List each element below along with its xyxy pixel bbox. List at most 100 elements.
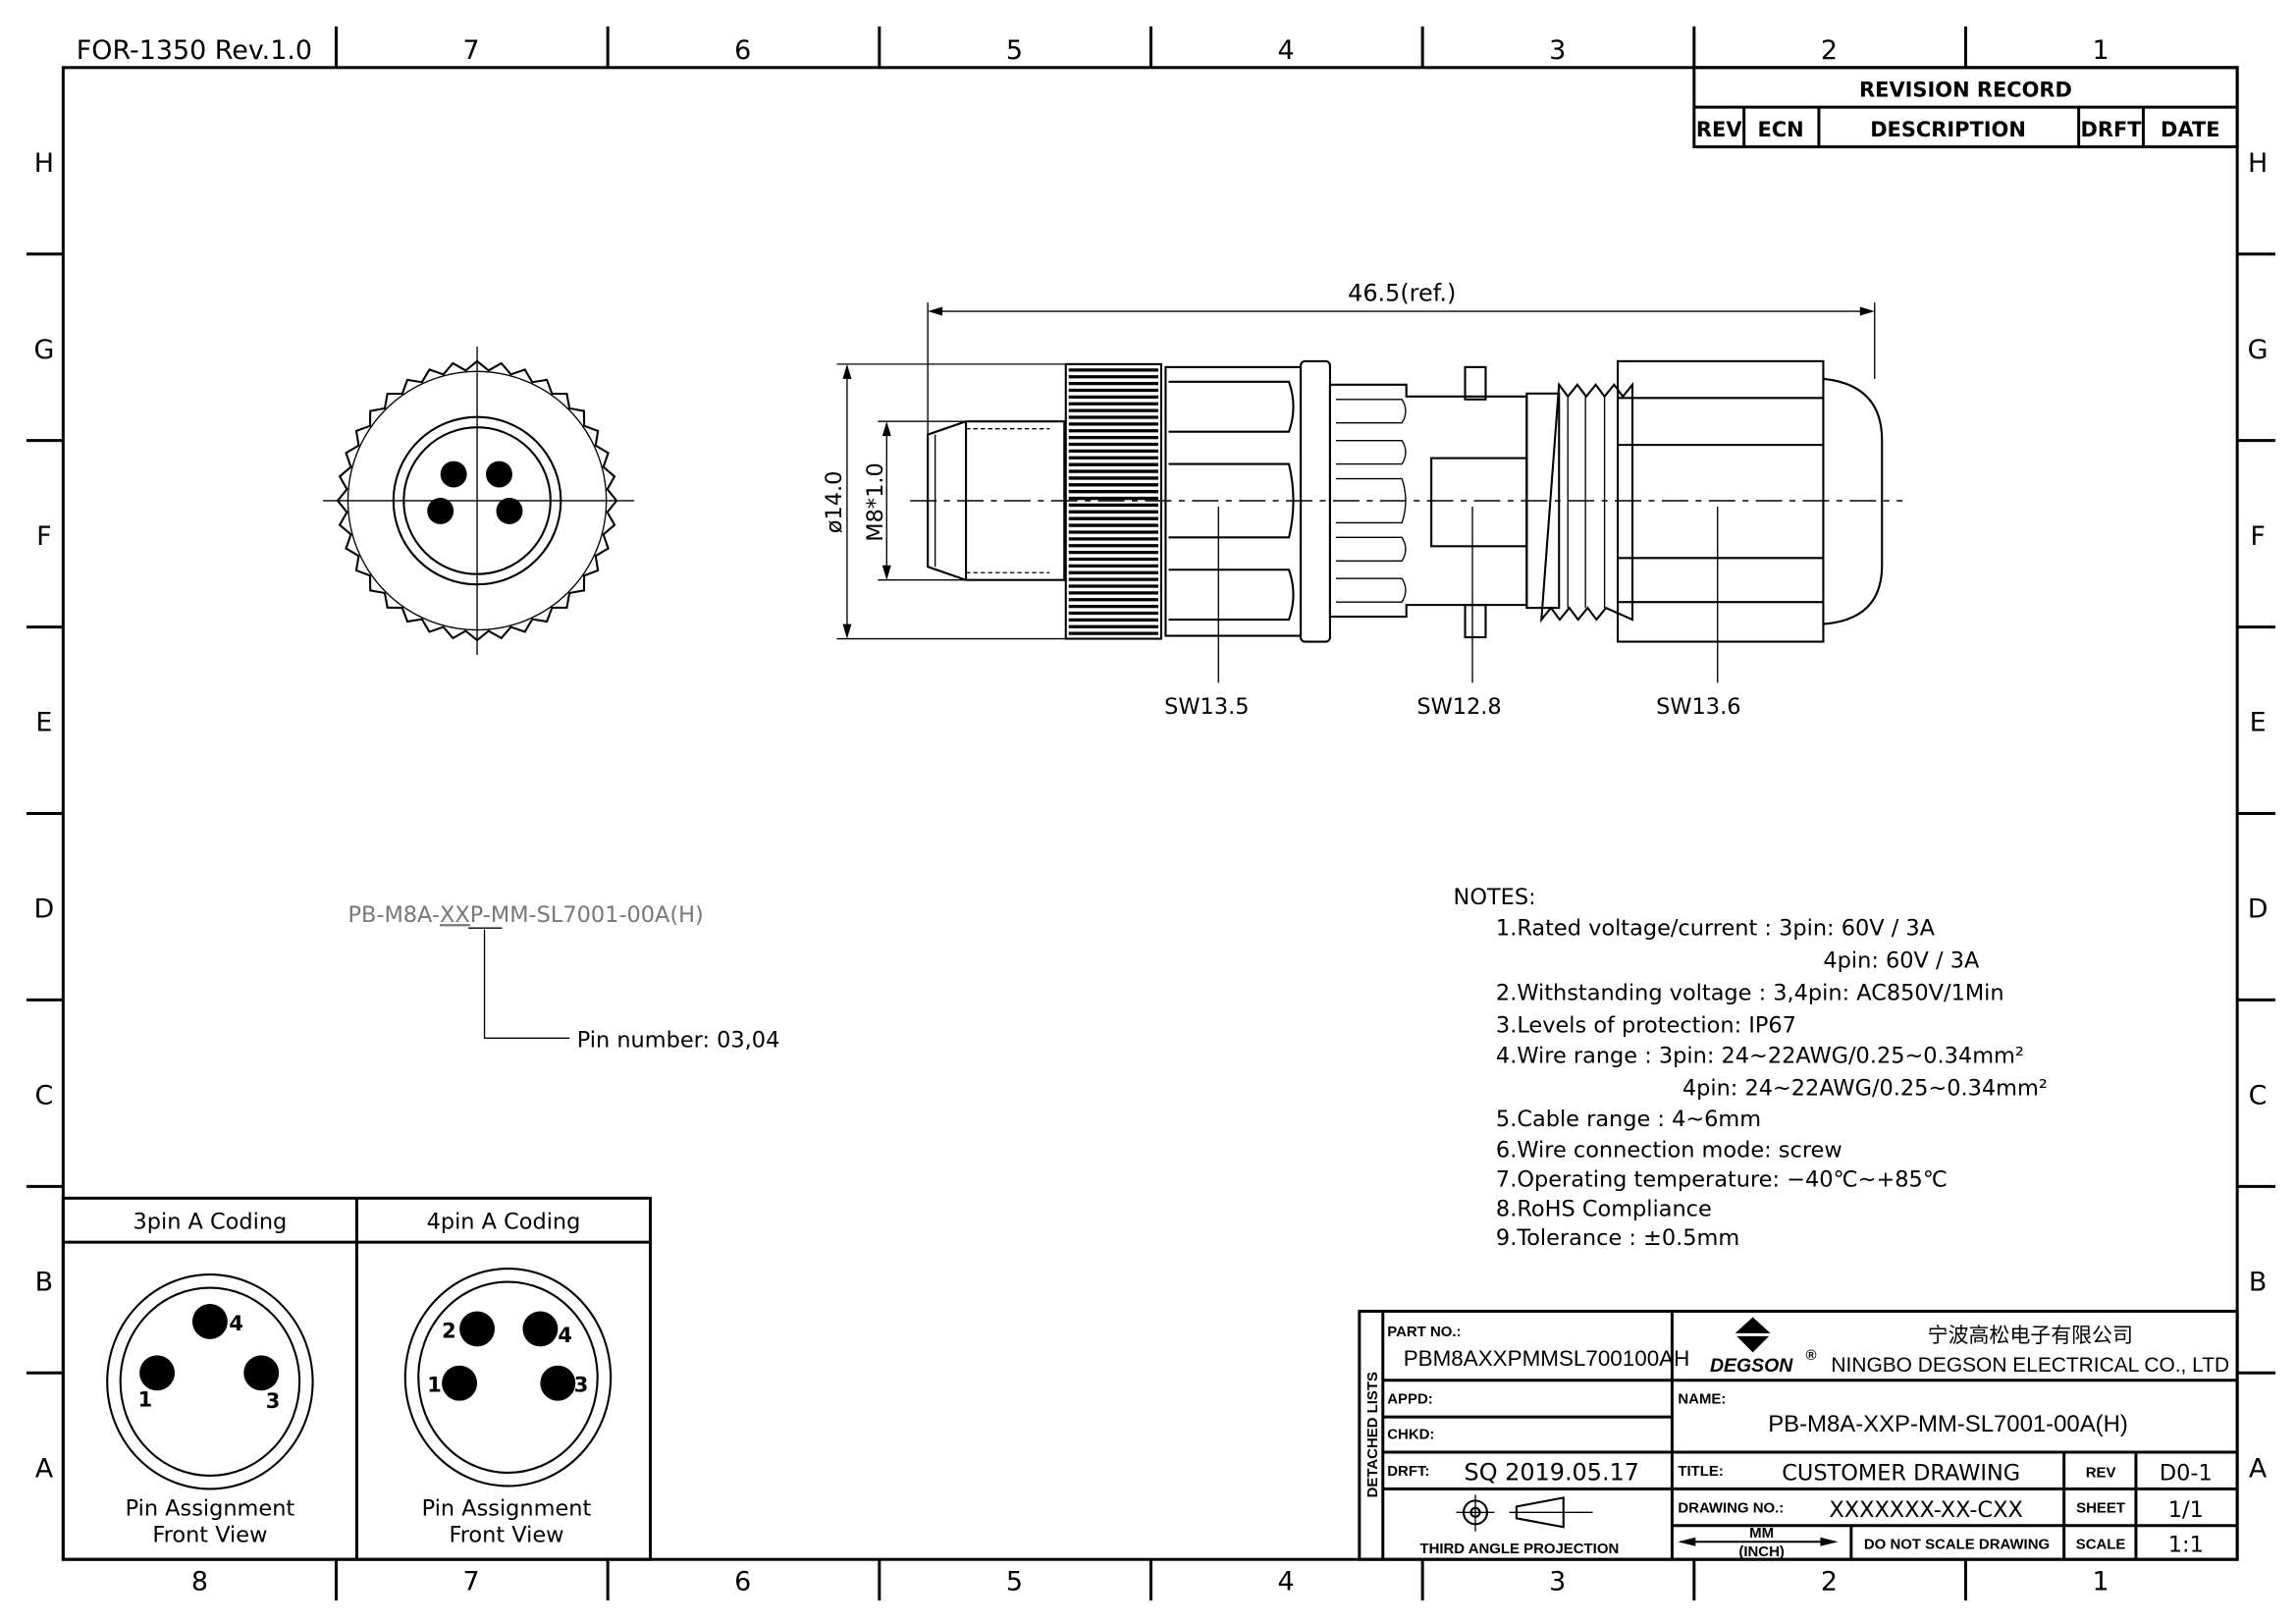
pin-caption: Front View: [152, 1522, 267, 1547]
note-line: 9.Tolerance : ±0.5mm: [1496, 1225, 1739, 1251]
border: [61, 66, 2239, 1561]
note-line: 2.Withstanding voltage : 3,4pin: AC850V/…: [1496, 980, 2004, 1005]
pin: [440, 460, 467, 488]
connector-side-view: 46.5(ref.) ø14.0 M8*1.0: [822, 280, 1903, 720]
column-label: 6: [734, 35, 751, 66]
connector-front-view: [323, 346, 635, 655]
revision-header-date: DATE: [2161, 118, 2220, 141]
part-code-callout: PB-M8A-XXP-MM-SL7001-00A(H) Pin number: …: [347, 902, 779, 1053]
units-arrow-icon: [1678, 1537, 1839, 1546]
column-label: 5: [1006, 1567, 1023, 1597]
company-name-en: NINGBO DEGSON ELECTRICAL CO., LTD: [1831, 1354, 2229, 1377]
revision-header-ecn: ECN: [1757, 118, 1803, 141]
note-line: 4pin: 24~22AWG/0.25~0.34mm²: [1682, 1076, 2048, 1102]
projection-label: THIRD ANGLE PROJECTION: [1419, 1541, 1619, 1557]
rib-slot: [1335, 577, 1407, 603]
pin-caption: Pin Assignment: [126, 1495, 295, 1521]
column-label: 5: [1006, 35, 1023, 66]
column-label: 4: [1278, 35, 1295, 66]
pin-number-label: Pin number: 03,04: [577, 1027, 780, 1053]
row-label: B: [35, 1268, 53, 1298]
sheet-label: SHEET: [2076, 1499, 2125, 1516]
pin-caption: Pin Assignment: [422, 1495, 592, 1521]
part-code-variable: XX: [440, 902, 470, 928]
row-label: H: [2248, 148, 2268, 179]
rev-value: D0-1: [2160, 1460, 2213, 1486]
row-label: A: [35, 1453, 54, 1484]
pin-label: 1: [427, 1374, 442, 1397]
pin-diagram-3pin: 4 1 3: [106, 1273, 314, 1490]
rib-slot: [1335, 536, 1407, 562]
column-label: 4: [1278, 1567, 1295, 1597]
part-code: PB-M8A-XXP-MM-SL7001-00A(H): [347, 902, 703, 928]
pin: [486, 460, 512, 488]
degson-logo: DEGSON ®: [1710, 1317, 1816, 1377]
column-label: 3: [1549, 35, 1566, 66]
row-label: E: [35, 708, 52, 738]
drawing-no-value: XXXXXXX-XX-CXX: [1829, 1497, 2022, 1523]
no-scale-notice: DO NOT SCALE DRAWING: [1864, 1537, 2050, 1553]
row-label: G: [33, 335, 54, 365]
part-no-value: PBM8AXXPMMSL700100AH: [1404, 1346, 1690, 1371]
title-block: DETACHED LISTS PART NO.: PBM8AXXPMMSL700…: [1358, 1309, 2239, 1561]
company-name-cn: 宁波高松电子有限公司: [1928, 1325, 2133, 1347]
pin: [427, 497, 454, 524]
name-label: NAME:: [1678, 1391, 1726, 1408]
note-line: 4pin: 60V / 3A: [1823, 948, 1980, 974]
row-label: E: [2250, 708, 2267, 738]
row-label: A: [2249, 1453, 2268, 1484]
column-label: 2: [1821, 35, 1838, 66]
wrench-size-label: SW12.8: [1416, 694, 1501, 720]
rib-slot: [1335, 399, 1407, 424]
pin-coding-title-3pin: 3pin A Coding: [133, 1210, 287, 1235]
column-label: 1: [2093, 35, 2109, 66]
revision-header-drft: DRFT: [2081, 118, 2143, 141]
drft-value: SQ 2019.05.17: [1465, 1458, 1639, 1486]
chkd-label: CHKD:: [1387, 1427, 1434, 1443]
row-label: B: [2249, 1268, 2267, 1298]
unit-mm: MM: [1749, 1525, 1774, 1542]
column-label: 7: [463, 35, 480, 66]
overall-length-dimension: 46.5(ref.): [1348, 280, 1456, 307]
pin-label: 1: [138, 1388, 153, 1412]
pin-diagram-4pin: 2 4 1 3: [403, 1268, 613, 1488]
form-id: FOR-1350 Rev.1.0: [77, 35, 312, 66]
column-label: 8: [191, 1567, 208, 1597]
title-label: TITLE:: [1678, 1463, 1723, 1480]
row-label: D: [34, 894, 55, 925]
scale-label: SCALE: [2076, 1537, 2126, 1553]
notes: NOTES: 1.Rated voltage/current : 3pin: 6…: [1454, 885, 2048, 1251]
pin: [496, 497, 523, 524]
drft-label: DRFT:: [1387, 1463, 1429, 1480]
row-label: F: [2250, 521, 2265, 552]
pin-label: 4: [229, 1312, 243, 1335]
column-label: 1: [2093, 1567, 2109, 1597]
pin-label: 3: [266, 1389, 281, 1413]
ribbed-housing: [1328, 365, 1528, 639]
column-label: 3: [1549, 1567, 1566, 1597]
row-label: C: [2249, 1081, 2268, 1111]
diameter-dimension: ø14.0: [822, 471, 847, 534]
unit-inch: (INCH): [1738, 1543, 1784, 1560]
detached-lists-label: DETACHED LISTS: [1364, 1372, 1381, 1497]
rev-label: REV: [2086, 1464, 2116, 1481]
wrench-size-label: SW13.6: [1656, 694, 1740, 720]
thread-dimension: M8*1.0: [863, 462, 888, 541]
cable-gland-thread: [1539, 381, 1634, 623]
title-value: CUSTOMER DRAWING: [1782, 1460, 2020, 1486]
drawing-no-label: DRAWING NO.:: [1678, 1499, 1784, 1516]
note-line: 3.Levels of protection: IP67: [1496, 1012, 1796, 1038]
row-label: H: [34, 148, 54, 179]
column-label: 2: [1821, 1567, 1838, 1597]
pin-coding-title-4pin: 4pin A Coding: [427, 1210, 581, 1235]
rib-slot: [1335, 439, 1407, 465]
thread-profile: [1539, 381, 1634, 623]
scale-value: 1:1: [2168, 1533, 2204, 1558]
seal-dome: [1823, 377, 1884, 625]
notes-title: NOTES:: [1454, 885, 1536, 910]
appd-label: APPD:: [1387, 1391, 1432, 1408]
column-label: 7: [463, 1567, 480, 1597]
pin-label: 3: [574, 1374, 589, 1397]
row-label: D: [2248, 894, 2269, 925]
